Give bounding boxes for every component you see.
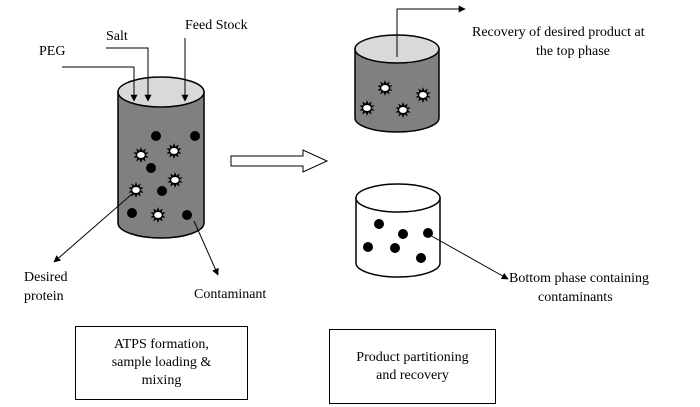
filled-circle-particle-icon <box>416 253 426 263</box>
starburst-particle-icon <box>167 172 183 188</box>
bottom-phase-pointer <box>427 233 509 280</box>
starburst-particle-icon <box>377 80 393 96</box>
filled-circle-particle-icon <box>151 131 161 141</box>
bottom-phase-label-line1: Bottom phase containing <box>509 271 649 286</box>
starburst-particle-icon <box>415 87 431 103</box>
recovery-label-line2: the top phase <box>536 44 610 59</box>
recovery-label-line1: Recovery of desired product at <box>472 25 645 40</box>
starburst-particle-icon <box>166 143 182 159</box>
recovery-pointer <box>396 5 466 57</box>
filled-circle-particle-icon <box>390 243 400 253</box>
stage2-line1: Product partitioning <box>356 349 469 365</box>
top-phase-cylinder-body <box>354 48 440 133</box>
desired-protein-pointer <box>53 193 133 263</box>
desired-protein-label-line2: protein <box>24 289 64 304</box>
filled-circle-particle-icon <box>363 242 373 252</box>
contaminant-label: Contaminant <box>194 287 267 302</box>
peg-label: PEG <box>39 44 66 59</box>
bottom-phase-label-line2: contaminants <box>538 290 613 305</box>
filled-circle-particle-icon <box>157 186 167 196</box>
stage-partitioning-box: Product partitioning and recovery <box>329 329 496 404</box>
filled-circle-particle-icon <box>127 208 137 218</box>
filled-circle-particle-icon <box>146 163 156 173</box>
salt-label: Salt <box>106 29 128 44</box>
hollow-right-arrow-icon <box>230 149 329 173</box>
mixing-cylinder-body <box>117 91 205 239</box>
peg-inlet-line <box>62 66 138 102</box>
filled-circle-particle-icon <box>190 131 200 141</box>
bottom-phase-cylinder-top <box>355 183 441 213</box>
desired-protein-label-line1: Desired <box>24 270 68 285</box>
starburst-particle-icon <box>150 207 166 223</box>
stage-atps-formation-box: ATPS formation, sample loading & mixing <box>75 326 248 400</box>
filled-circle-particle-icon <box>398 229 408 239</box>
feed-stock-label: Feed Stock <box>185 18 248 33</box>
stage1-line2: sample loading & <box>111 355 212 370</box>
filled-circle-particle-icon <box>374 219 384 229</box>
stage2-line2: and recovery <box>376 367 449 383</box>
starburst-particle-icon <box>395 102 411 118</box>
starburst-particle-icon <box>128 182 144 198</box>
stage1-line1: ATPS formation, <box>114 337 209 352</box>
contaminant-pointer <box>193 220 219 276</box>
stage1-line3: mixing <box>141 373 182 388</box>
filled-circle-particle-icon <box>423 228 433 238</box>
starburst-particle-icon <box>133 147 149 163</box>
filled-circle-particle-icon <box>182 210 192 220</box>
starburst-particle-icon <box>359 100 375 116</box>
particle-layer <box>127 80 433 263</box>
salt-inlet-line <box>106 47 152 102</box>
mixing-cylinder-top <box>117 76 205 108</box>
